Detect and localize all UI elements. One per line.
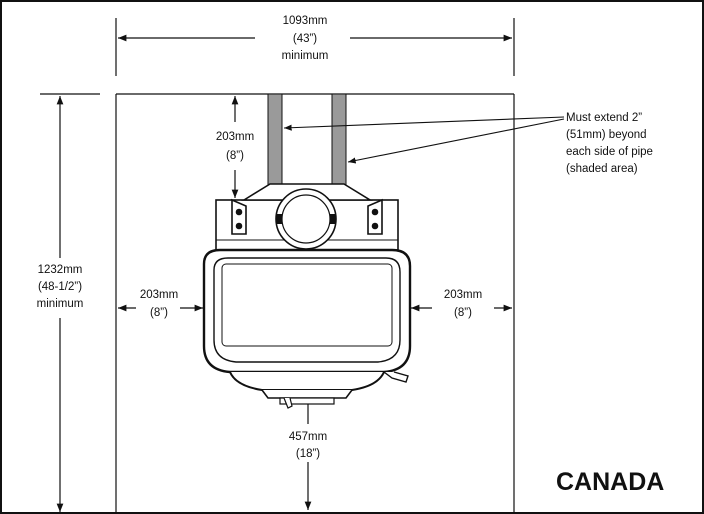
stove-right-bracket: [367, 198, 383, 235]
left-clearance-metric: 203mm: [140, 289, 178, 301]
rear-clearance-metric: 203mm: [216, 131, 254, 143]
top-width-metric: 1093mm: [283, 15, 328, 27]
right-clearance-metric: 203mm: [444, 289, 482, 301]
left-clearance-imperial: (8”): [150, 307, 168, 319]
stove-left-bracket: [231, 198, 247, 235]
stove-drawing: [202, 183, 412, 409]
front-clearance-imperial: (18”): [296, 448, 320, 460]
stove-handle-left: [283, 397, 293, 409]
note-line-1: Must extend 2”: [566, 112, 642, 124]
depth-metric: 1232mm: [38, 264, 83, 276]
note-line-4: (shaded area): [566, 163, 638, 175]
note-line-2: (51mm) beyond: [566, 129, 647, 141]
flue-collar-inner: [281, 194, 331, 244]
stove-glass: [221, 263, 393, 347]
top-width-imperial: (43”): [293, 33, 317, 45]
stove-handle-right: [383, 371, 409, 383]
depth-qualifier: minimum: [37, 298, 84, 310]
note-leader-lines: [283, 116, 565, 164]
rear-clearance-imperial: (8”): [226, 150, 244, 162]
right-clearance-imperial: (8”): [454, 307, 472, 319]
region-label: CANADA: [556, 468, 664, 496]
clearance-frame: [40, 18, 515, 514]
top-width-qualifier: minimum: [282, 50, 329, 62]
depth-imperial: (48-1/2”): [38, 281, 82, 293]
note-line-3: each side of pipe: [566, 146, 653, 158]
stove-ash-lip: [261, 389, 353, 399]
front-clearance-metric: 457mm: [289, 431, 327, 443]
stove-lower-front: [229, 371, 385, 391]
